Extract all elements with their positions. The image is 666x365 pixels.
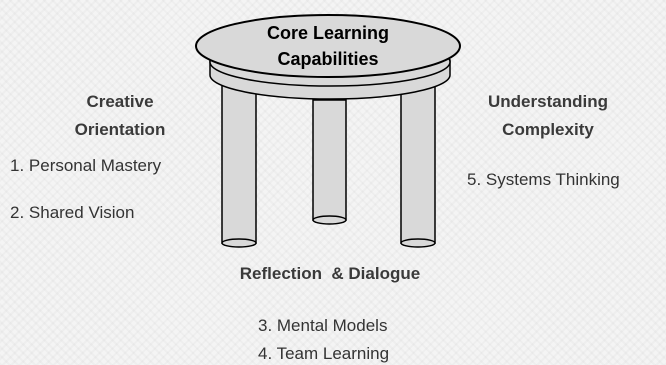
table-title: Core Learning Capabilities (228, 20, 428, 72)
right-group-heading: Understanding Complexity (468, 88, 628, 144)
stool-leg-right (400, 84, 436, 244)
stool-leg-middle-foot (312, 215, 347, 225)
left-heading-line1: Creative (86, 92, 154, 111)
left-item-personal-mastery: 1. Personal Mastery (10, 156, 162, 175)
left-item-shared-vision: 2. Shared Vision (10, 203, 135, 222)
stool-leg-right-foot (400, 238, 436, 248)
table-title-line1: Core Learning (266, 23, 390, 43)
left-group-heading: Creative Orientation (50, 88, 190, 144)
bottom-group-heading: Reflection & Dialogue (239, 264, 421, 283)
stool-leg-middle (312, 99, 347, 221)
right-heading-line1: Understanding (488, 92, 608, 111)
left-heading-line2: Orientation (74, 120, 166, 139)
stool-leg-left-foot (221, 238, 257, 248)
bottom-item-mental-models: 3. Mental Models (258, 316, 388, 335)
right-item-systems-thinking: 5. Systems Thinking (467, 170, 620, 189)
table-top-surface (195, 14, 461, 78)
bottom-item-team-learning: 4. Team Learning (258, 344, 390, 363)
stool-leg-left (221, 84, 257, 244)
table-title-line2: Capabilities (277, 49, 379, 69)
right-heading-line2: Complexity (502, 120, 594, 139)
